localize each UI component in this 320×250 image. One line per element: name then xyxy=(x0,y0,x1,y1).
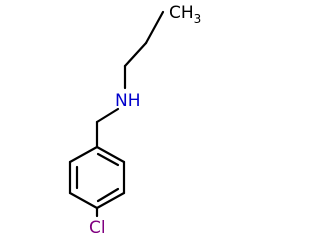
bond-c2-c3 xyxy=(123,41,148,68)
bond-n-ch2 xyxy=(95,107,120,124)
ring-bond-6 xyxy=(68,145,99,164)
chlorine-label: Cl xyxy=(89,218,106,238)
amine-label: NH xyxy=(115,91,141,111)
ring-bond-3 xyxy=(95,191,126,210)
ring-bond-1 xyxy=(95,145,126,164)
bond-c1-c2 xyxy=(144,10,165,45)
methyl-label: CH3 xyxy=(169,3,201,26)
structure-canvas: CH3 NH Cl xyxy=(68,3,201,238)
ring-double-bond-1 xyxy=(96,152,120,167)
molecule-diagram: CH3 NH Cl xyxy=(68,3,201,238)
ring-bond-4 xyxy=(68,191,99,210)
ring-double-bond-2 xyxy=(96,187,120,203)
